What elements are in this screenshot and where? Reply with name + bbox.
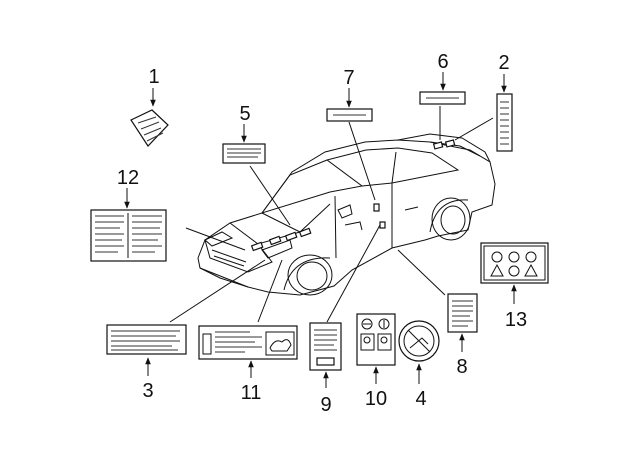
- label-2: [496, 93, 513, 152]
- label-13: [480, 242, 549, 284]
- callout-7: 7: [343, 67, 354, 89]
- label-5: [222, 143, 266, 164]
- label-7: [326, 108, 373, 122]
- callout-3: 3: [142, 380, 153, 402]
- label-1: [130, 109, 169, 147]
- label-12: [90, 209, 167, 262]
- prohibition-circle-icon: [398, 320, 440, 362]
- callout-8: 8: [456, 356, 467, 378]
- callout-4: 4: [415, 388, 426, 410]
- callout-11: 11: [241, 382, 262, 404]
- callout-5: 5: [239, 103, 250, 125]
- callout-1: 1: [148, 66, 159, 88]
- callout-numbers: 1 2 3 4 5 6 7 8 9 10 11 12 13: [117, 51, 527, 416]
- label-6: [419, 91, 466, 105]
- label-9: [309, 322, 342, 371]
- car-illustration: [197, 133, 496, 296]
- label-3: [106, 324, 187, 355]
- callout-2: 2: [498, 52, 509, 74]
- label-11: [198, 325, 298, 360]
- callout-13: 13: [505, 309, 527, 331]
- label-8: [447, 293, 478, 333]
- callout-10: 10: [365, 388, 387, 410]
- leader-lines: [169, 106, 494, 323]
- callout-12: 12: [117, 167, 139, 189]
- label-10: [356, 313, 396, 366]
- callout-6: 6: [437, 51, 448, 73]
- callout-9: 9: [320, 394, 331, 416]
- callout-arrows: [124, 72, 517, 388]
- warning-triangle-icon: [490, 263, 504, 277]
